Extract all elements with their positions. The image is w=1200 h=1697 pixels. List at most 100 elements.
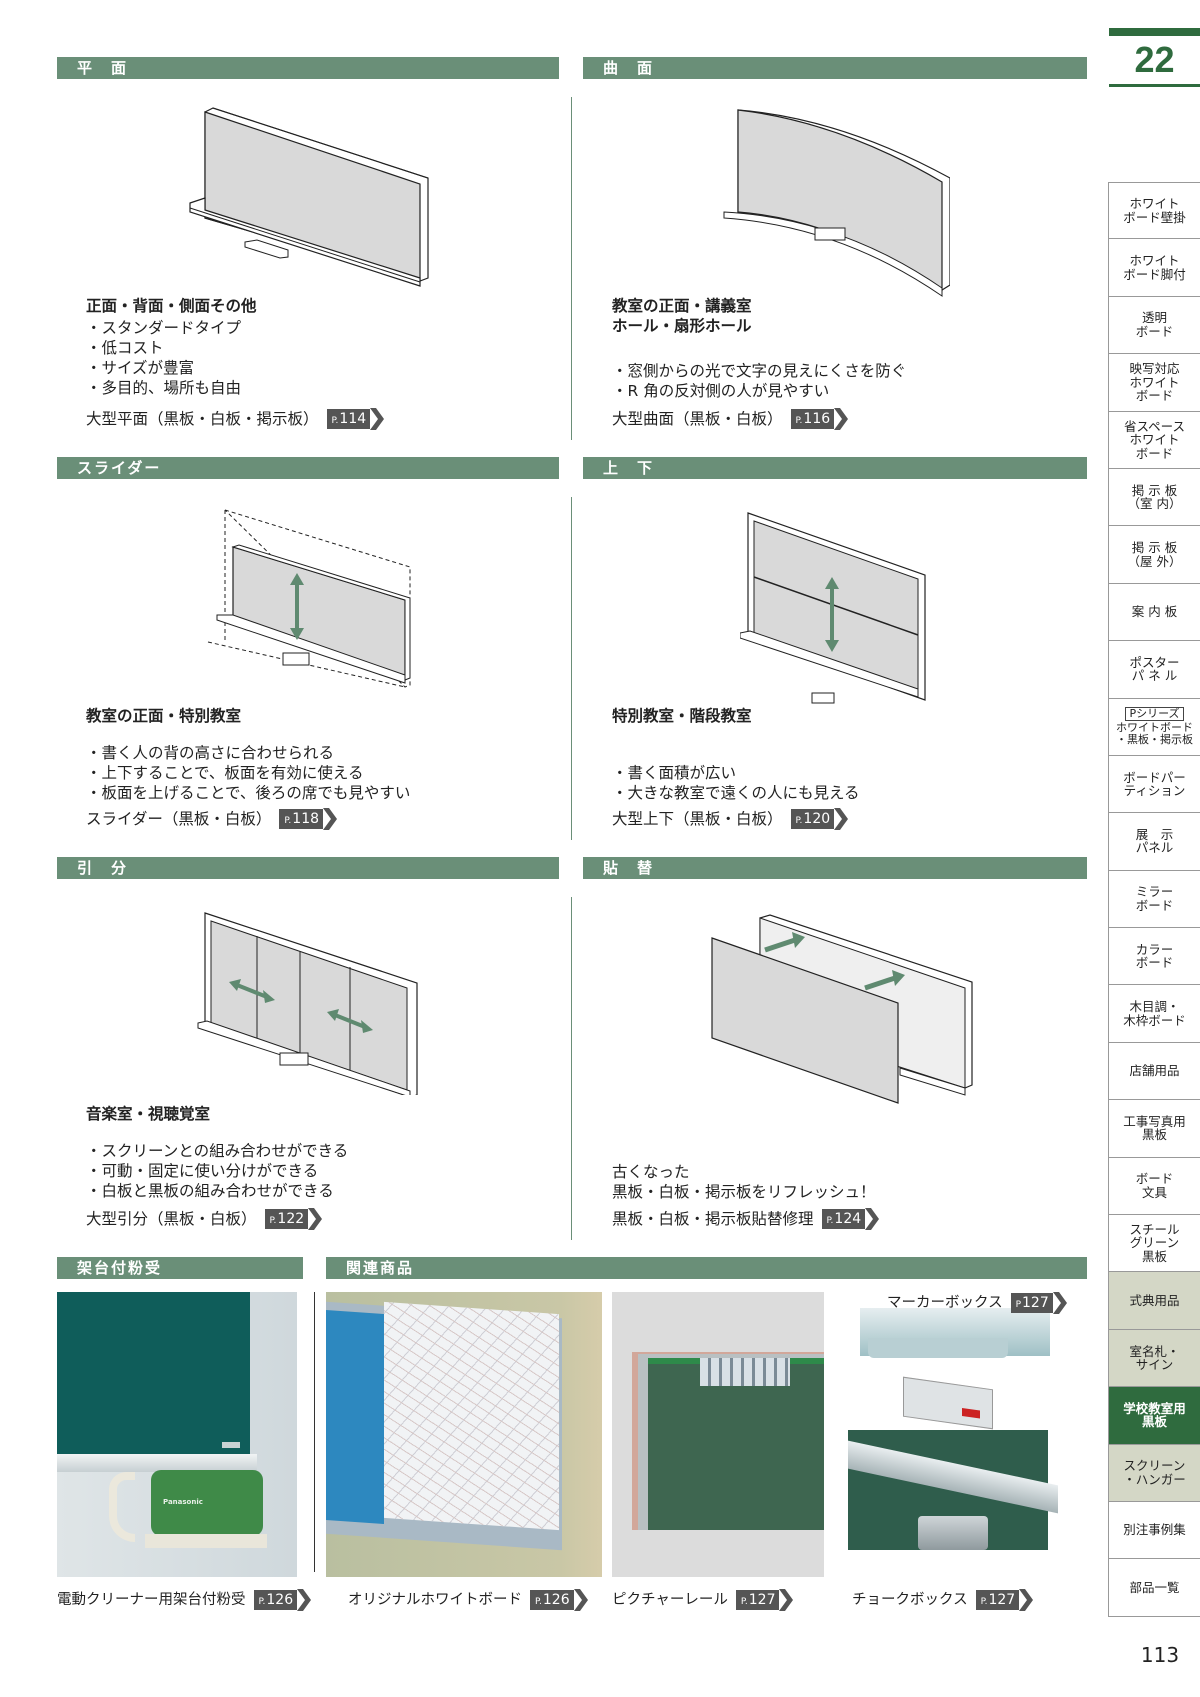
category-sidebar: ホワイト ボード壁掛 ホワイト ボード脚付 透明 ボード 映写対応 ホワイト ボ… [1108,182,1200,1617]
chalk-tray-photo: Panasonic [57,1292,297,1577]
page-number: 113 [1140,1643,1180,1667]
sidebar-item-bulletin-outdoor[interactable]: 掲 示 板 （屋 外） [1108,526,1200,584]
section-header-related: 関連商品 [326,1257,1087,1279]
marker-box-label[interactable]: マーカーボックス P127 [887,1292,1067,1314]
bullet: ・白板と黒板の組み合わせができる [86,1182,334,1200]
sidebar-item-poster-panel[interactable]: ポスター パ ネ ル [1108,641,1200,699]
product-name: スライダー（黒板・白板） [86,810,272,828]
page-ref-tag[interactable]: P.122 [264,1208,323,1230]
caption-original-whiteboard[interactable]: オリジナルホワイトボード P.126 [348,1589,588,1611]
section-title: 正面・背面・側面その他 [86,297,257,315]
product-ref-curved[interactable]: 大型曲面（黒板・白板） P.116 [612,408,849,430]
section-title: 教室の正面・講義室 [612,297,752,315]
sidebar-item-whiteboard-stand[interactable]: ホワイト ボード脚付 [1108,239,1200,297]
page-ref-tag[interactable]: P127 [1010,1292,1067,1314]
p-series-badge: Pシリーズ [1125,707,1184,722]
picture-rail-photo [612,1292,824,1577]
sidebar-item-construction-photo-board[interactable]: 工事写真用 黒板 [1108,1100,1200,1158]
sidebar-item-p-series[interactable]: Pシリーズ ホワイトボード ・黒板・掲示板 [1108,698,1200,756]
chevron-right-icon [370,408,385,430]
bullet: ・大きな教室で遠くの人にも見える [612,784,860,802]
bullet: ・スタンダードタイプ [86,319,242,337]
column-divider [314,1292,315,1572]
chevron-right-icon [1052,1292,1067,1314]
chevron-right-icon [308,1208,323,1230]
page-ref-tag[interactable]: P.120 [790,808,849,830]
product-ref-updown[interactable]: 大型上下（黒板・白板） P.120 [612,808,849,830]
section-header-resurface: 貼 替 [583,857,1087,879]
resurface-board-illustration [711,914,973,1104]
sidebar-item-board-partition[interactable]: ボードパー ティション [1108,755,1200,814]
column-divider [571,97,572,440]
product-ref-sliding[interactable]: 大型引分（黒板・白板） P.122 [86,1208,323,1230]
section-header-chalk-tray: 架台付粉受 [57,1257,303,1279]
sidebar-item-room-signs[interactable]: 室名札・ サイン [1108,1329,1200,1388]
sidebar-item-parts-list[interactable]: 部品一覧 [1108,1559,1200,1617]
section-slider-text: 教室の正面・特別教室 ・書く人の背の高さに合わせられる ・上下することで、板面を… [86,706,410,803]
green-board [648,1364,824,1530]
sidebar-item-screen-hanger[interactable]: スクリーン ・ハンガー [1108,1444,1200,1502]
page-ref-tag[interactable]: P.126 [530,1589,588,1611]
bullet: ・低コスト [86,339,164,357]
product-name: 黒板・白板・掲示板貼替修理 [612,1210,814,1228]
chevron-right-icon [297,1589,312,1611]
sidebar-item-transparent-board[interactable]: 透明 ボード [1108,296,1200,355]
page-ref-tag[interactable]: P.114 [326,408,385,430]
sidebar-item-custom-cases[interactable]: 別注事例集 [1108,1501,1200,1560]
chapter-tab-bar [1109,28,1200,36]
sidebar-item-ceremony-supplies[interactable]: 式典用品 [1108,1272,1200,1330]
sliding-board-illustration [197,912,418,1095]
updown-board-illustration [740,512,926,704]
column-divider [571,497,572,840]
caption-chalk-box[interactable]: チョークボックス P.127 [852,1589,1034,1611]
green-chalkboard [57,1292,250,1454]
product-name: 大型引分（黒板・白板） [86,1210,257,1228]
section-header-flat: 平 面 [57,57,559,79]
sidebar-item-school-blackboard[interactable]: 学校教室用 黒板 [1108,1387,1200,1445]
sidebar-item-whiteboard-wall[interactable]: ホワイト ボード壁掛 [1108,182,1200,240]
sidebar-item-display-panel[interactable]: 展 示 パネル [1108,813,1200,871]
bullet: 古くなった [612,1163,690,1181]
bullet: ・窓側からの光で文字の見えにくさを防ぐ [612,362,907,380]
page-ref-tag[interactable]: P.127 [735,1589,794,1611]
sidebar-item-bulletin-indoor[interactable]: 掲 示 板 （室 内） [1108,468,1200,527]
slider-board-illustration [207,509,411,688]
chevron-right-icon [779,1589,794,1611]
sidebar-item-space-saving-whiteboard[interactable]: 省スペース ホワイト ボード [1108,411,1200,469]
sidebar-item-board-stationery[interactable]: ボード 文具 [1108,1157,1200,1216]
section-header-updown: 上 下 [583,457,1087,479]
sidebar-item-wood-board[interactable]: 木目調・ 木枠ボード [1108,985,1200,1043]
product-ref-slider[interactable]: スライダー（黒板・白板） P.118 [86,808,338,830]
chevron-right-icon [865,1208,880,1230]
page-ref-tag[interactable]: P.126 [253,1589,312,1611]
sidebar-item-guide-board[interactable]: 案 内 板 [1108,583,1200,642]
page-ref-tag[interactable]: P.116 [790,408,849,430]
caption-chalk-tray[interactable]: 電動クリーナー用架台付粉受 P.126 [57,1589,312,1611]
curved-board-illustration [723,109,950,297]
sidebar-item-steel-green-board[interactable]: スチール グリーン 黒板 [1108,1215,1200,1273]
chevron-right-icon [573,1589,588,1611]
bullet: ・書く人の背の高さに合わせられる [86,744,335,762]
section-title: 教室の正面・特別教室 [86,707,242,725]
marker-box-case [903,1376,993,1430]
sidebar-item-mirror-board[interactable]: ミラー ボード [1108,870,1200,929]
section-header-curved: 曲 面 [583,57,1087,79]
sidebar-item-color-board[interactable]: カラー ボード [1108,928,1200,986]
page-ref-tag[interactable]: P.118 [279,808,338,830]
chalk-box [918,1516,988,1550]
product-ref-resurface[interactable]: 黒板・白板・掲示板貼替修理 P.124 [612,1208,880,1230]
sidebar-item-store-supplies[interactable]: 店舗用品 [1108,1042,1200,1101]
marker-chalk-box-photo [848,1288,1058,1578]
section-header-sliding: 引 分 [57,857,559,879]
product-ref-flat[interactable]: 大型平面（黒板・白板・掲示板） P.114 [86,408,385,430]
map-panel [384,1301,559,1531]
caption-picture-rail[interactable]: ピクチャーレール P.127 [612,1589,794,1611]
sidebar-item-projection-whiteboard[interactable]: 映写対応 ホワイト ボード [1108,354,1200,412]
section-title: 特別教室・階段教室 [612,707,752,725]
product-name: 大型上下（黒板・白板） [612,810,783,828]
original-whiteboard-photo [326,1292,602,1577]
bullet: ・板面を上げることで、後ろの席でも見やすい [86,784,411,802]
section-curved-text: 教室の正面・講義室 ホール・扇形ホール ・窓側からの光で文字の見えにくさを防ぐ … [612,296,906,401]
page-ref-tag[interactable]: P.124 [821,1208,880,1230]
page-ref-tag[interactable]: P.127 [975,1589,1034,1611]
